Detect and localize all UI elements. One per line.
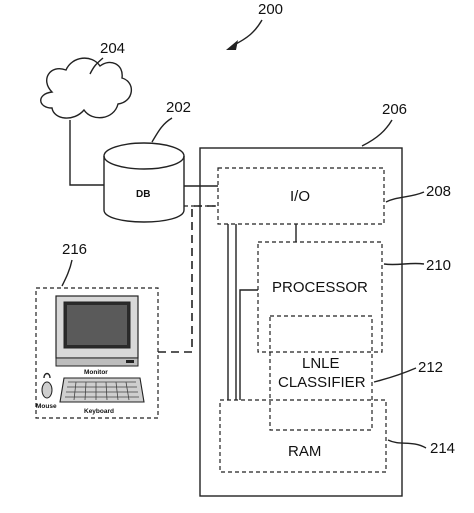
mouse-icon <box>41 372 53 399</box>
cloud-ref: 204 <box>100 40 125 57</box>
io-label: I/O <box>290 188 310 205</box>
ram-ref: 214 <box>430 440 455 457</box>
processor-ref: 210 <box>426 257 451 274</box>
keyboard-label: Keyboard <box>84 408 114 415</box>
cloud-db-connector <box>69 120 104 186</box>
workstation-ref: 216 <box>62 241 87 258</box>
system-ref: 206 <box>382 101 407 118</box>
network-cloud <box>40 57 132 119</box>
workstation-io-connector <box>158 205 218 353</box>
cloud-leader <box>89 57 104 75</box>
io-ref: 208 <box>426 183 451 200</box>
bus-line-c <box>239 289 258 400</box>
db-ref: 202 <box>166 99 191 116</box>
classifier-leader <box>373 367 417 383</box>
db-leader <box>151 117 173 143</box>
figure-arrowhead <box>226 40 238 50</box>
monitor-icon <box>55 295 139 367</box>
workstation-leader <box>61 259 73 287</box>
keyboard-icon <box>59 377 145 403</box>
system-box <box>199 147 403 497</box>
figure-ref: 200 <box>258 1 283 18</box>
io-leader <box>385 191 425 203</box>
monitor-label: Monitor <box>84 369 108 376</box>
classifier-box <box>269 315 373 431</box>
io-box <box>217 167 385 225</box>
ram-leader <box>387 439 427 449</box>
system-leader <box>361 119 393 147</box>
mouse-label: Mouse <box>36 403 57 410</box>
processor-box <box>257 241 383 353</box>
ram-box <box>219 399 387 473</box>
classifier-label-line1: LNLE <box>302 355 340 372</box>
processor-leader <box>383 262 425 266</box>
db-label: DB <box>136 189 150 200</box>
processor-label: PROCESSOR <box>272 279 368 296</box>
database-cylinder <box>103 142 185 223</box>
classifier-label-line2: CLASSIFIER <box>278 374 366 391</box>
ram-label: RAM <box>288 443 321 460</box>
classifier-ref: 212 <box>418 359 443 376</box>
